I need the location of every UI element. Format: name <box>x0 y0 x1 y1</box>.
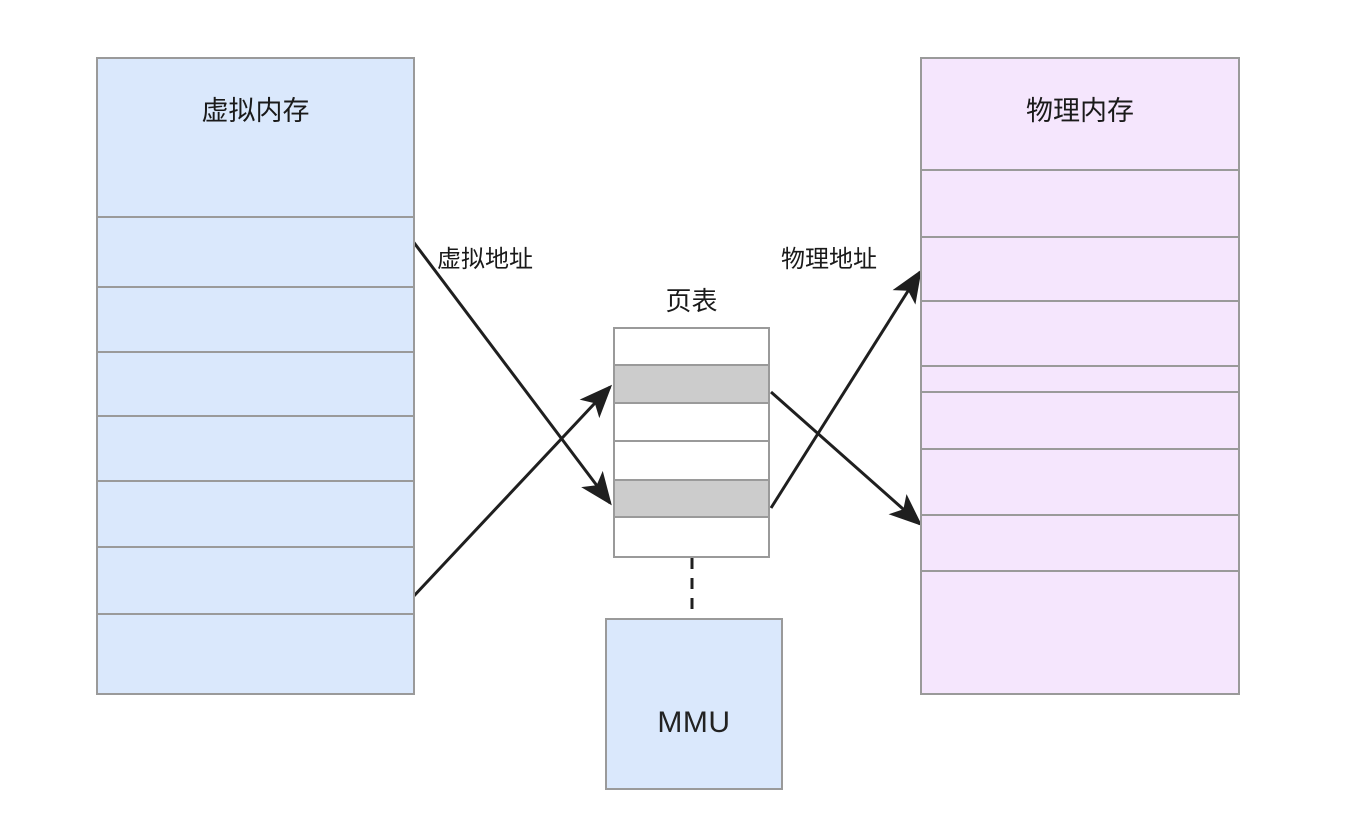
physical-memory-row-8[interactable] <box>922 572 1238 693</box>
virtual-memory-row-2[interactable] <box>98 288 413 354</box>
page-table-entry-1[interactable] <box>615 366 768 404</box>
page-table-entry-3[interactable] <box>615 442 768 482</box>
mmu-block[interactable]: MMU <box>605 618 783 790</box>
physical-memory-row-1[interactable] <box>922 171 1238 238</box>
physical-memory-row-7[interactable] <box>922 516 1238 572</box>
virtual-memory-block[interactable]: 虚拟内存 <box>96 57 415 695</box>
connector-pagetable-to-physical-upper <box>769 269 922 509</box>
physical-address-label: 物理地址 <box>781 246 877 273</box>
physical-memory-row-3[interactable] <box>922 302 1238 368</box>
page-table-entry-5[interactable] <box>615 518 768 556</box>
physical-memory-row-5[interactable] <box>922 393 1238 450</box>
physical-memory-row-2[interactable] <box>922 238 1238 303</box>
page-table-entry-0[interactable] <box>615 329 768 367</box>
page-table-entry-2[interactable] <box>615 404 768 443</box>
virtual-memory-row-0[interactable]: 虚拟内存 <box>98 59 413 218</box>
physical-memory-row-0[interactable]: 物理内存 <box>922 59 1238 172</box>
physical-memory-title: 物理内存 <box>1026 96 1134 126</box>
virtual-memory-row-6[interactable] <box>98 548 413 615</box>
connector-virtual-to-pagetable-lower <box>410 239 612 506</box>
connector-virtual-to-pagetable-upper <box>410 384 613 600</box>
physical-memory-row-4[interactable] <box>922 367 1238 393</box>
physical-memory-block[interactable]: 物理内存 <box>920 57 1240 695</box>
virtual-memory-row-5[interactable] <box>98 482 413 548</box>
page-table-entry-4[interactable] <box>615 481 768 518</box>
virtual-memory-row-3[interactable] <box>98 353 413 417</box>
virtual-memory-row-1[interactable] <box>98 218 413 288</box>
page-table-block[interactable] <box>613 327 770 558</box>
connector-pagetable-to-physical-lower <box>770 390 923 526</box>
virtual-memory-title: 虚拟内存 <box>201 96 310 126</box>
virtual-address-label: 虚拟地址 <box>437 246 533 273</box>
page-table-title: 页表 <box>665 286 718 316</box>
virtual-memory-row-4[interactable] <box>98 417 413 483</box>
virtual-memory-row-7[interactable] <box>98 615 413 694</box>
mmu-label: MMU <box>657 706 731 739</box>
physical-memory-row-6[interactable] <box>922 450 1238 517</box>
